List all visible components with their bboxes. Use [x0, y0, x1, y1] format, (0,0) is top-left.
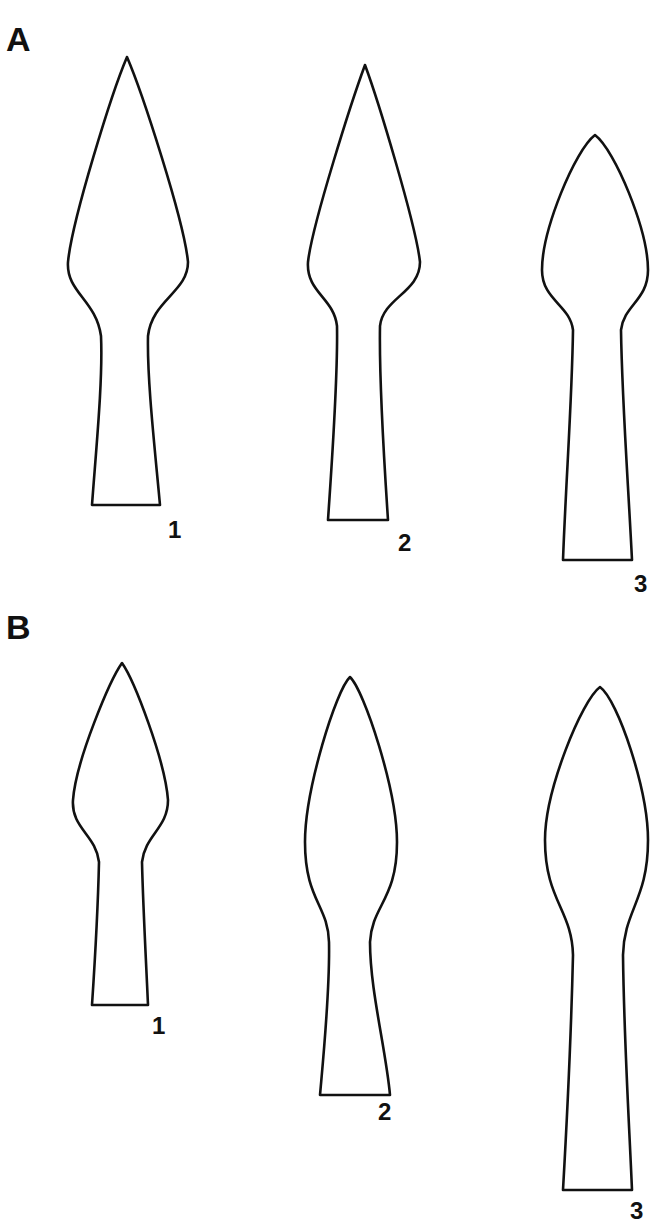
spearhead-outline: [68, 57, 188, 505]
spearhead-outline: [73, 663, 168, 1005]
callout-number: 1: [152, 1014, 165, 1038]
spearhead-outline: [305, 677, 397, 1095]
figure-letter: A: [6, 22, 31, 56]
callout-number: 3: [630, 1199, 643, 1223]
callout-number: 2: [398, 531, 411, 555]
callout-number: 3: [634, 572, 647, 596]
callout-number: 1: [168, 518, 181, 542]
spearhead-outline: [308, 65, 420, 520]
figure-letter: B: [6, 610, 31, 644]
callout-number: 2: [378, 1100, 391, 1124]
spearhead-outline: [545, 687, 648, 1190]
spearhead-outline: [542, 135, 648, 560]
